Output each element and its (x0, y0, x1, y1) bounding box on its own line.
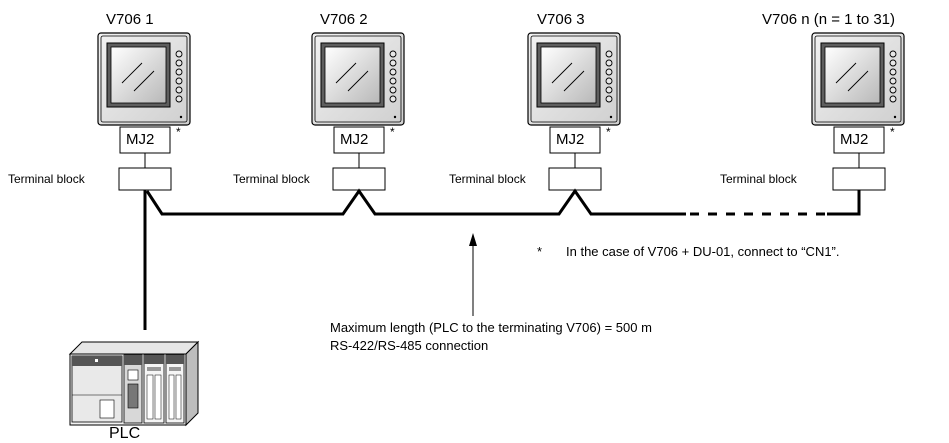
pointer-arrow-head (469, 233, 477, 246)
unit-2-connector-label: MJ2 (340, 131, 369, 148)
mj2-port-2 (333, 126, 385, 154)
terminal-block-1 (118, 167, 172, 191)
terminal-block-n (832, 167, 886, 191)
unit-3-title: V706 3 (537, 11, 585, 28)
unit-n-asterisk: * (890, 125, 895, 139)
unit-1-title: V706 1 (106, 11, 154, 28)
terminal-block-n-label: Terminal block (720, 172, 797, 186)
unit-2-asterisk: * (390, 125, 395, 139)
unit-3-connector-label: MJ2 (556, 131, 585, 148)
hmi-unit-1 (97, 32, 191, 126)
terminal-block-3-label: Terminal block (449, 172, 526, 186)
hmi-unit-2 (311, 32, 405, 126)
plc-rack (68, 340, 200, 427)
terminal-block-3 (548, 167, 602, 191)
max-length-text: Maximum length (PLC to the terminating V… (330, 320, 652, 335)
mj2-port-1 (119, 126, 171, 154)
bus-cable-end (827, 190, 861, 216)
unit-3-asterisk: * (606, 125, 611, 139)
bus-cable (145, 188, 686, 216)
hmi-unit-n (811, 32, 905, 126)
unit-2-title: V706 2 (320, 11, 368, 28)
hmi-unit-3 (527, 32, 621, 126)
plc-label: PLC (109, 425, 141, 442)
footnote-mark: * (537, 244, 543, 259)
connection-type-text: RS-422/RS-485 connection (330, 338, 489, 353)
unit-n-title: V706 n (n = 1 to 31) (762, 11, 896, 28)
footnote-text: In the case of V706 + DU-01, connect to … (566, 244, 840, 259)
terminal-block-1-label: Terminal block (8, 172, 85, 186)
terminal-block-2 (332, 167, 386, 191)
unit-1-asterisk: * (176, 125, 181, 139)
mj2-port-n (833, 126, 885, 154)
unit-1-connector-label: MJ2 (126, 131, 155, 148)
terminal-block-2-label: Terminal block (233, 172, 310, 186)
unit-n-connector-label: MJ2 (840, 131, 869, 148)
